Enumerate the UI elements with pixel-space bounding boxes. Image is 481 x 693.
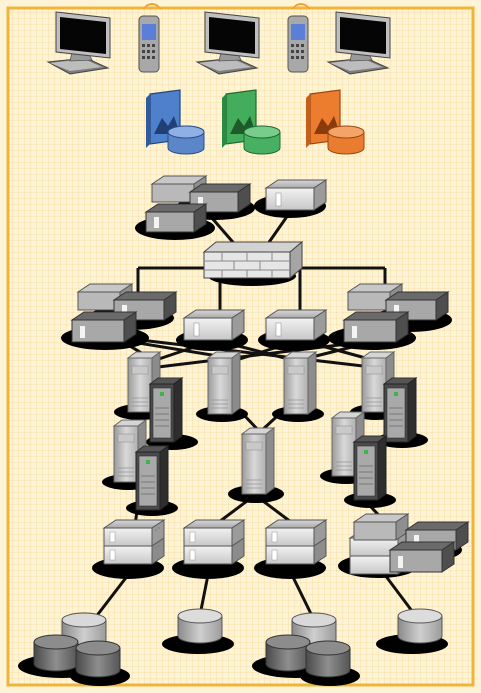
core-switch-1 [114,351,198,450]
desktop-computer-2 [195,11,260,75]
access-router-cluster [135,175,328,240]
app-database-green-icon [222,89,281,155]
router-icon [384,291,450,321]
storage-array-2 [162,608,234,654]
desktop-computer-3 [326,11,391,75]
stacked-server-icon [102,519,166,565]
storage-server-2 [172,519,246,579]
storage-server-4-cluster [338,513,470,578]
storage-array-1 [18,612,130,686]
rack-server-icon [148,377,184,443]
rack-server-icon [134,445,170,511]
tower-server-icon [282,351,318,415]
router-icon [70,311,138,343]
tower-server-icon [206,351,242,415]
mobile-phone-1 [138,3,162,73]
database-cylinder-icon [75,640,121,678]
firewall-icon [202,240,304,286]
edge-router-center-right [258,309,330,351]
router-icon [264,309,328,341]
router-icon [144,203,208,233]
core-switch-3 [272,351,324,422]
database-cylinder-icon [397,608,443,644]
database-cylinder-icon [305,640,351,678]
rack-server-icon [382,377,418,443]
edge-router-center-left [176,309,248,351]
router-icon [182,309,246,341]
storage-array-3 [252,612,360,686]
distribution-switch-center [228,427,284,503]
tower-server-icon [240,427,276,495]
mobile-phone-2 [287,3,311,73]
database-cylinder-icon [33,634,79,672]
distribution-switch-right [320,411,396,508]
router-icon [388,541,456,573]
distribution-switch-left [102,419,178,516]
core-switch-2 [196,351,248,422]
stacked-server-icon [182,519,246,565]
diagram-frame [6,6,475,687]
desktop-computer-1 [46,11,111,75]
tower-server-icon [126,351,162,413]
app-database-blue-icon [146,89,205,155]
storage-server-1 [92,519,166,579]
edge-router-cluster-left [61,283,178,350]
rack-server-icon [352,435,388,501]
database-cylinder-icon [265,634,311,672]
stacked-server-icon [264,519,328,565]
storage-array-4 [376,608,448,654]
router-icon [352,513,410,541]
storage-server-3 [254,519,328,579]
edge-router-cluster-right [328,283,452,350]
router-icon [264,179,328,211]
router-icon [342,311,410,343]
app-database-orange-icon [306,89,365,155]
database-cylinder-icon [177,608,223,644]
